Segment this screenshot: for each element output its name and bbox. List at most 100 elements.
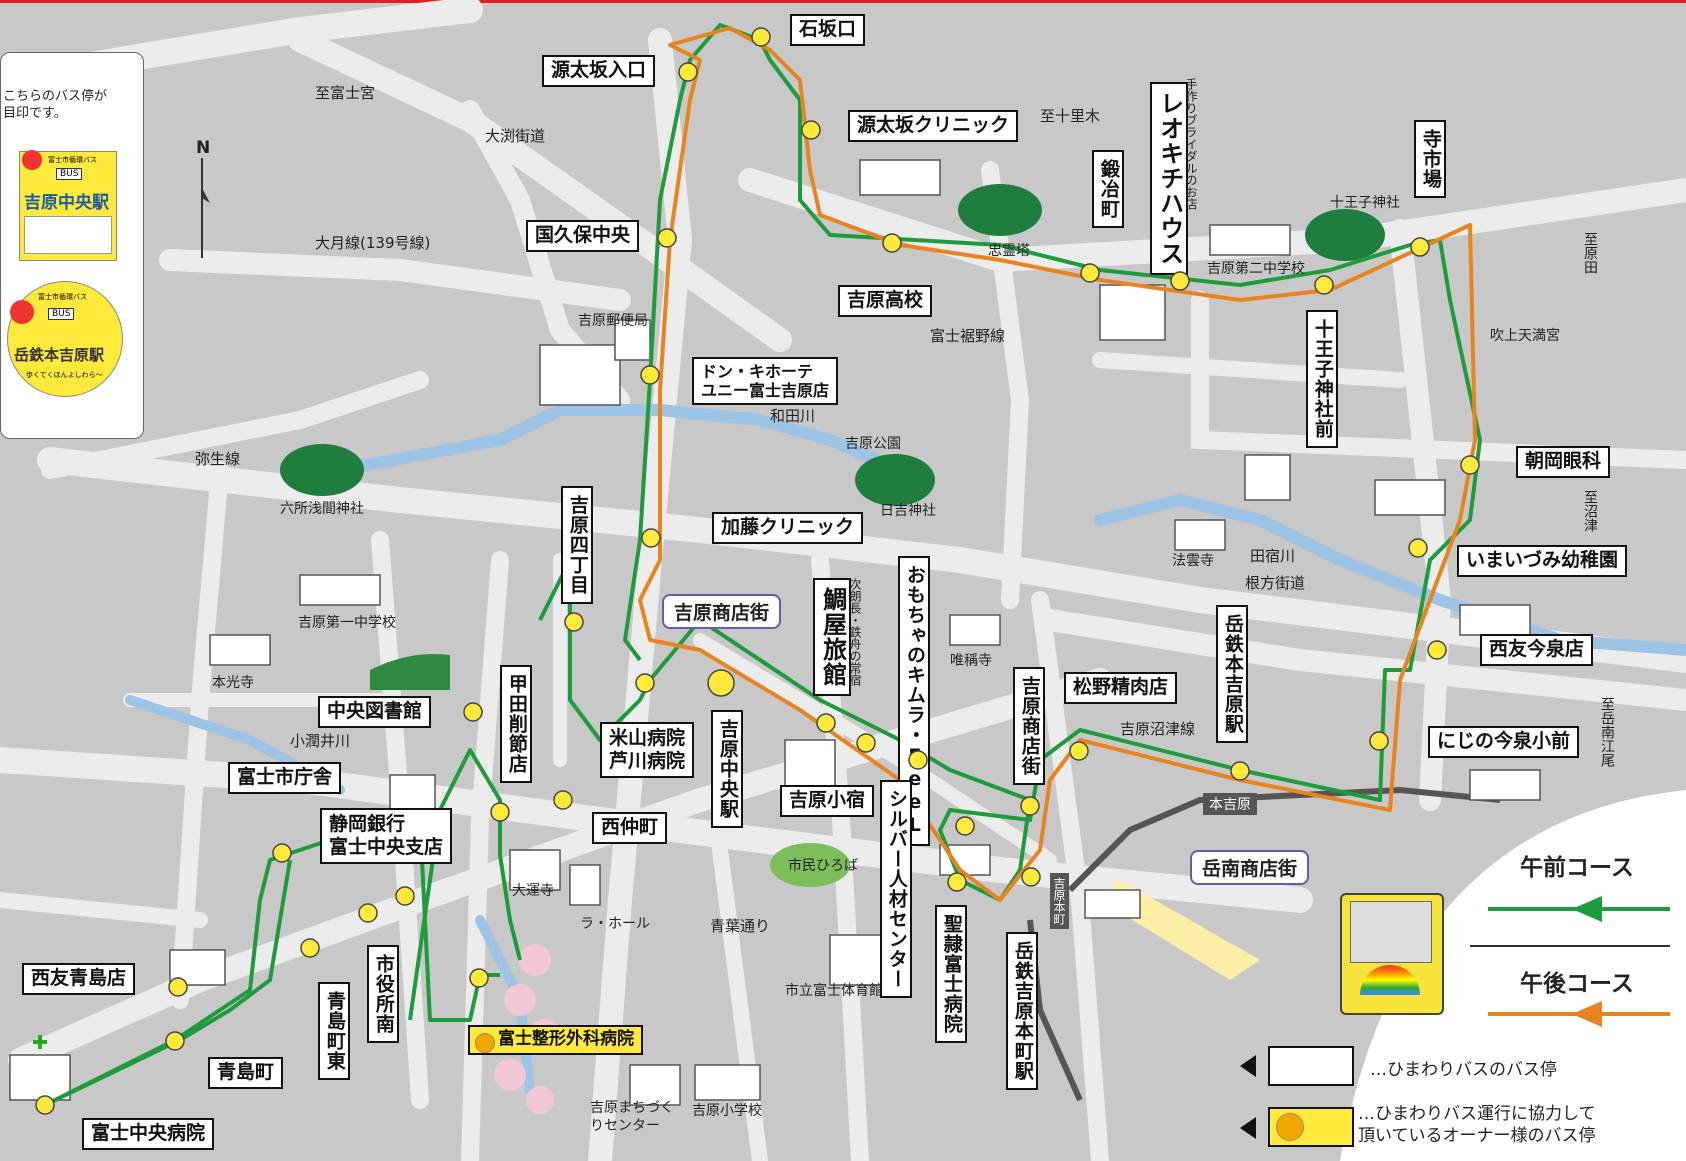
legend-sunflower-icon: [1276, 1113, 1304, 1141]
sunflower-icon: [475, 1033, 495, 1053]
sign1-bus: BUS: [56, 168, 83, 180]
stop-juoji-mae[interactable]: 十王子神社前: [1306, 310, 1338, 448]
shrine-trees: [280, 184, 1385, 506]
area-yoshiwara-shotengai: 吉原商店街: [662, 594, 782, 629]
stop-kofuda[interactable]: 甲田削節店: [500, 665, 532, 783]
stop-aoshima-higashi[interactable]: 青島町東: [318, 982, 350, 1080]
stop-yoshiwara-hs[interactable]: 吉原高校: [838, 285, 933, 317]
river-tajuku: 田宿川: [1250, 547, 1296, 565]
stop-yoshiwara-koshuku[interactable]: 吉原小宿: [780, 785, 875, 817]
stop-kokubo-chuo[interactable]: 国久保中央: [526, 220, 640, 252]
legend-pm-label: 午後コース: [1520, 971, 1634, 997]
stop-donki-line2: ユニー富士吉原店: [701, 381, 830, 401]
compass-north: N: [196, 138, 211, 158]
road-nekata: 根方街道: [1245, 574, 1306, 592]
bus-illustration: [1340, 893, 1560, 1015]
shimin-hiroba-park: [770, 843, 850, 887]
sign2-bus: BUS: [48, 308, 75, 320]
landmark-rokusho: 六所浅間神社: [280, 501, 364, 517]
sign1-header: 富士市循環バス: [48, 156, 97, 164]
stop-niji-imaizumi[interactable]: にじの今泉小前: [1428, 726, 1580, 758]
stop-fuji-seikei[interactable]: 富士整形外科病院: [468, 1025, 643, 1055]
stop-donki[interactable]: ドン・キホーテ ユニー富士吉原店: [692, 357, 839, 406]
stop-fuji-cityhall[interactable]: 富士市庁舎: [228, 762, 342, 794]
road-to-numazu: 至沼津: [1582, 490, 1598, 532]
stop-gakutetsu-honyoshiwara[interactable]: 岳鉄本吉原駅: [1216, 605, 1248, 743]
stop-gentazaka-clinic[interactable]: 源太坂クリニック: [848, 110, 1019, 142]
legend-stop-box: [1268, 1046, 1354, 1086]
landmark-machizukuri: 吉原まちづくりセンター: [590, 1100, 674, 1134]
stop-imaizumi-kinder[interactable]: いまいづみ幼稚園: [1457, 545, 1628, 577]
stop-aoshima[interactable]: 青島町: [208, 1057, 284, 1089]
road-ofuchi: 大渕街道: [485, 127, 546, 145]
station-tag-honyoshiwara: 本吉原: [1203, 793, 1257, 815]
stop-kajimachi[interactable]: 鍛冶町: [1092, 150, 1124, 228]
sign2-header: 富士市循環バス: [38, 293, 87, 301]
buildings: [9, 159, 1541, 1106]
stop-kato-clinic[interactable]: 加藤クリニック: [712, 512, 864, 544]
stop-gentazaka-iriguchi[interactable]: 源太坂入口: [542, 55, 656, 87]
stop-yoshiwara-shotengai[interactable]: 吉原商店街: [1013, 667, 1045, 785]
stop-ishizakaguchi[interactable]: 石坂口: [790, 14, 866, 46]
road-to-fujinomiya: 至富士宮: [315, 84, 376, 102]
sign-note-line1: こちらのバス停が: [3, 89, 108, 104]
stop-shizugin-line1: 静岡銀行: [329, 813, 406, 835]
sign2-footer: 歩くてくほんよしわら〜: [26, 371, 103, 379]
stop-nishinaka[interactable]: 西仲町: [592, 812, 668, 844]
road-to-harada: 至原田: [1582, 232, 1598, 274]
landmark-yoshiwara-park: 吉原公園: [845, 436, 901, 452]
stop-chuo-library[interactable]: 中央図書館: [318, 696, 432, 728]
sun-icon: [22, 150, 42, 170]
stop-tairaya[interactable]: 鯛屋旅館: [813, 578, 851, 696]
library-building: [370, 654, 450, 690]
sign2-text: 岳鉄本吉原駅: [14, 346, 105, 364]
stop-saiyu-aoshima[interactable]: 西友青島店: [22, 963, 136, 995]
legend-divider: [1470, 945, 1670, 947]
stop-gakutetsu-yoshiwara-honcho[interactable]: 岳鉄吉原本町駅: [1006, 932, 1038, 1090]
stop-reokichi[interactable]: レオキチハウス: [1150, 82, 1188, 275]
landmark-hiyoshi: 日吉神社: [880, 503, 936, 519]
stop-shizugin[interactable]: 静岡銀行 富士中央支店: [320, 808, 453, 864]
road-yayoi: 弥生線: [195, 450, 241, 468]
legend-am-label: 午前コース: [1520, 855, 1634, 881]
stop-saiyu-imaizumi[interactable]: 西友今泉店: [1480, 634, 1594, 666]
stop-yoneyama-line1: 米山病院: [609, 727, 686, 749]
landmark-daiichi-jhs: 吉原第一中学校: [298, 615, 396, 631]
landmark-daini-jhs: 吉原第二中学校: [1207, 261, 1305, 277]
landmark-honkoji: 本光寺: [212, 675, 254, 691]
legend-am-arrow-icon: [1572, 896, 1602, 922]
landmark-chureito: 忠霊塔: [988, 243, 1030, 259]
road-to-gakunan-ebio: 至岳南江尾: [1599, 697, 1615, 767]
sign1-text: 吉原中央駅: [24, 193, 109, 213]
road-to-jurigi: 至十里木: [1040, 107, 1101, 125]
sign-yoshiwara-chuo: 富士市循環バス BUS 吉原中央駅: [19, 150, 117, 261]
stop-silver-center[interactable]: シルバー人材センター: [880, 780, 912, 998]
road-yoshiwara-numazu: 吉原沼津線: [1120, 720, 1196, 738]
legend-owner-desc-1: …ひまわりバス運行に協力して: [1358, 1104, 1596, 1124]
legend-owner-desc-2: 頂いているオーナー様のバス停: [1358, 1126, 1596, 1147]
stop-jiichiba[interactable]: 寺市場: [1414, 120, 1446, 198]
area-gakunan-shotengai: 岳南商店街: [1190, 850, 1310, 885]
legend-pm-arrow-icon: [1572, 1001, 1602, 1027]
stop-reokichi-note: 手作りブライダルのお店: [1184, 78, 1198, 210]
sun-icon-2: [10, 300, 34, 324]
stop-matsuno[interactable]: 松野精肉店: [1064, 672, 1178, 704]
stop-tairaya-note: 次朗長・鉄舟の常宿: [848, 578, 862, 686]
sign-note: こちらのバス停が 目印です。: [3, 89, 107, 123]
stop-asaoka[interactable]: 朝岡眼科: [1516, 446, 1611, 478]
stop-yoneyama[interactable]: 米山病院 芦川病院: [600, 722, 695, 778]
stop-fuji-central-hospital[interactable]: 富士中央病院: [82, 1118, 215, 1150]
landmark-yuishoji: 唯稱寺: [950, 653, 992, 669]
river-koburui: 小潤井川: [290, 732, 351, 750]
bus-stop-sign-card: こちらのバス停が 目印です。 富士市循環バス BUS 吉原中央駅 富士市循環バス…: [0, 52, 144, 439]
stop-yoshiwara-4[interactable]: 吉原四丁目: [561, 486, 593, 604]
hospital-cross: [33, 1035, 47, 1049]
stop-shiyakusho-minami[interactable]: 市役所南: [367, 945, 399, 1043]
stop-shizugin-line2: 富士中央支店: [329, 835, 444, 858]
road-otsuki: 大月線(139号線): [315, 234, 431, 252]
stop-yoshiwara-chuo[interactable]: 吉原中央駅: [711, 710, 743, 828]
river-wada: 和田川: [770, 407, 816, 425]
stop-seirei-hospital[interactable]: 聖隷富士病院: [935, 905, 967, 1043]
